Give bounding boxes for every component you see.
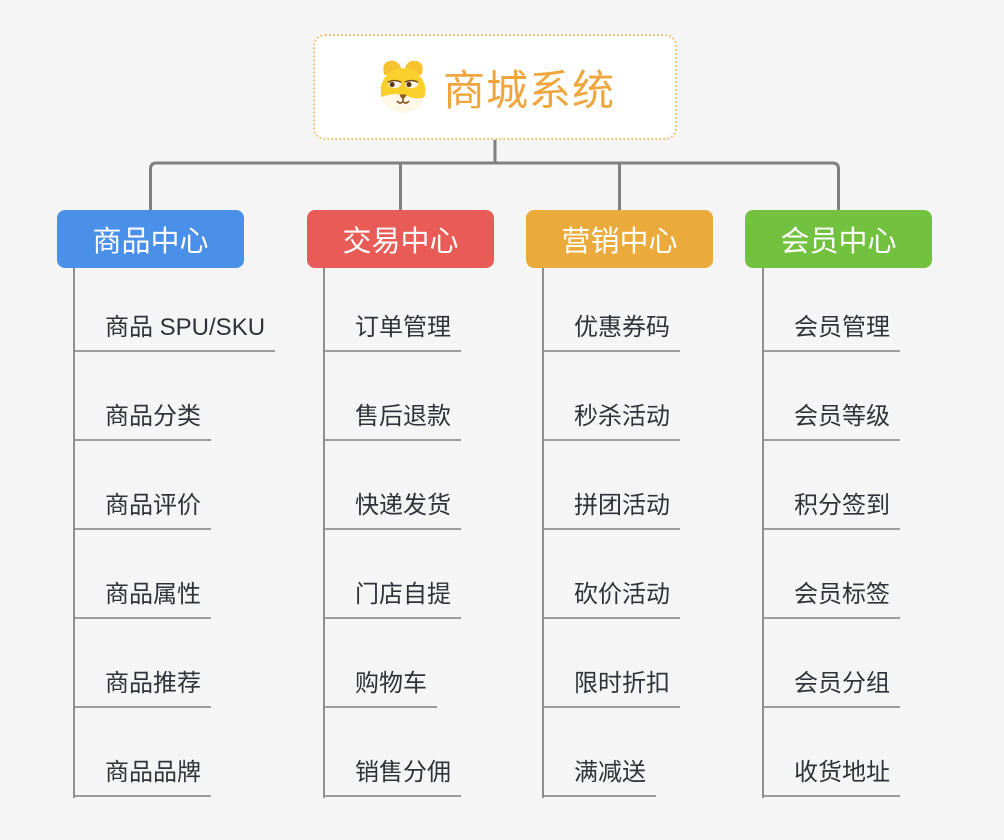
branch-node-trade-center[interactable]: 交易中心 <box>307 210 494 268</box>
branch-label: 营销中心 <box>561 226 678 258</box>
leaf-node[interactable]: 门店自提 <box>325 579 461 619</box>
leaf-node[interactable]: 收货地址 <box>764 757 900 797</box>
leaf-node[interactable]: 商品 SPU/SKU <box>75 312 276 352</box>
root-node-mall-system[interactable]: 商城系统 <box>313 34 677 140</box>
leaf-node[interactable]: 限时折扣 <box>544 668 680 708</box>
leaf-node[interactable]: 购物车 <box>325 668 437 708</box>
leaf-node[interactable]: 商品属性 <box>75 579 211 619</box>
leaf-node[interactable]: 商品品牌 <box>75 757 211 797</box>
branch-node-member-center[interactable]: 会员中心 <box>745 210 932 268</box>
leaf-node[interactable]: 快递发货 <box>325 490 461 530</box>
leaf-node[interactable]: 拼团活动 <box>544 490 680 530</box>
leaf-node[interactable]: 商品评价 <box>75 490 211 530</box>
leaf-node[interactable]: 订单管理 <box>325 312 461 352</box>
leaf-node[interactable]: 会员管理 <box>764 312 900 352</box>
leaf-node[interactable]: 满减送 <box>544 757 656 797</box>
branch-node-product-center[interactable]: 商品中心 <box>57 210 244 268</box>
leaf-node[interactable]: 商品推荐 <box>75 668 211 708</box>
branch-items-product-center: 商品 SPU/SKU 商品分类 商品评价 商品属性 商品推荐 商品品牌 <box>73 268 276 798</box>
branch-label: 商品中心 <box>92 226 209 258</box>
leaf-node[interactable]: 秒杀活动 <box>544 401 680 441</box>
leaf-node[interactable]: 会员等级 <box>764 401 900 441</box>
root-node-title: 商城系统 <box>442 66 615 114</box>
branch-node-marketing-center[interactable]: 营销中心 <box>526 210 713 268</box>
branch-label: 交易中心 <box>342 226 459 258</box>
branch-label: 会员中心 <box>780 226 897 258</box>
leaf-node[interactable]: 售后退款 <box>325 401 461 441</box>
branch-items-trade-center: 订单管理 售后退款 快递发货 门店自提 购物车 销售分佣 <box>323 268 461 798</box>
leaf-node[interactable]: 商品分类 <box>75 401 211 441</box>
leaf-node[interactable]: 砍价活动 <box>544 579 680 619</box>
shiba-dog-icon <box>380 60 426 114</box>
branch-items-marketing-center: 优惠券码 秒杀活动 拼团活动 砍价活动 限时折扣 满减送 <box>542 268 680 798</box>
leaf-node[interactable]: 销售分佣 <box>325 757 461 797</box>
leaf-node[interactable]: 积分签到 <box>764 490 900 530</box>
branch-items-member-center: 会员管理 会员等级 积分签到 会员标签 会员分组 收货地址 <box>762 268 900 798</box>
leaf-node[interactable]: 会员标签 <box>764 579 900 619</box>
leaf-node[interactable]: 优惠券码 <box>544 312 680 352</box>
leaf-node[interactable]: 会员分组 <box>764 668 900 708</box>
